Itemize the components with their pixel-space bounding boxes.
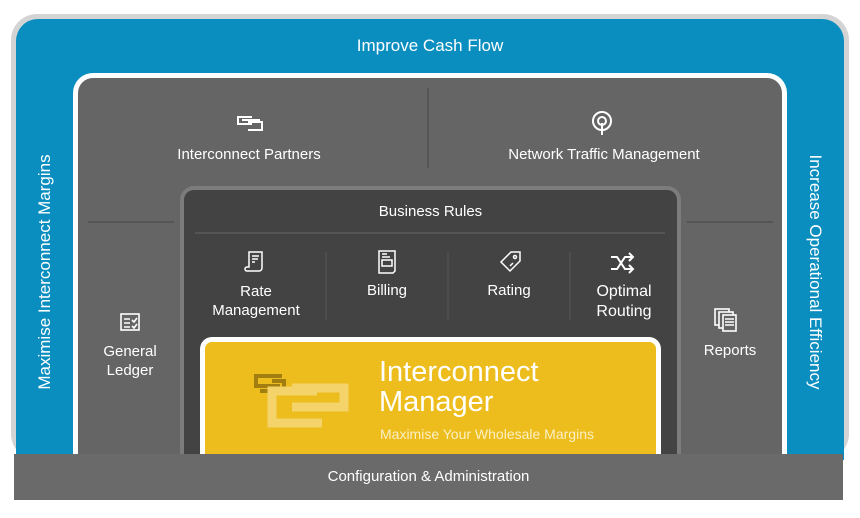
maximise-margins-label: Maximise Interconnect Margins [35, 154, 54, 390]
divider [687, 221, 773, 223]
title-line: Interconnect [379, 356, 539, 388]
reports-icon [714, 308, 738, 332]
signal-icon [590, 110, 614, 136]
link-icon [234, 113, 266, 135]
label: Optimal [596, 283, 652, 300]
divider [569, 252, 571, 320]
tag-icon [498, 250, 524, 276]
divider [88, 221, 174, 223]
label: Rate [240, 283, 272, 300]
shuffle-icon [610, 252, 636, 274]
label: Ledger [106, 362, 154, 379]
network-traffic-module[interactable]: Network Traffic Management [508, 146, 700, 163]
reports-module[interactable]: Reports [703, 342, 757, 359]
divider [447, 252, 449, 320]
interconnect-logo-icon [252, 372, 352, 428]
label: General [103, 343, 157, 360]
interconnect-partners-module[interactable]: Interconnect Partners [177, 146, 321, 163]
label: Management [212, 302, 300, 319]
improve-cash-flow-label: Improve Cash Flow [356, 36, 504, 55]
receipt-icon [244, 251, 264, 273]
label: Routing [596, 303, 652, 320]
configuration-administration-bar[interactable]: Configuration & Administration [14, 454, 843, 500]
business-rules-title: Business Rules [378, 203, 483, 220]
divider [195, 232, 665, 234]
rating-item[interactable]: Rating [487, 282, 531, 299]
ledger-icon [120, 312, 140, 332]
interconnect-manager-panel [200, 337, 661, 467]
billing-item[interactable]: Billing [366, 282, 408, 299]
invoice-icon [378, 250, 396, 274]
divider [325, 252, 327, 320]
operational-efficiency-label: Increase Operational Efficiency [806, 154, 825, 390]
product-tagline: Maximise Your Wholesale Margins [380, 426, 594, 442]
title-line: Manager [379, 386, 494, 418]
divider [427, 88, 429, 168]
